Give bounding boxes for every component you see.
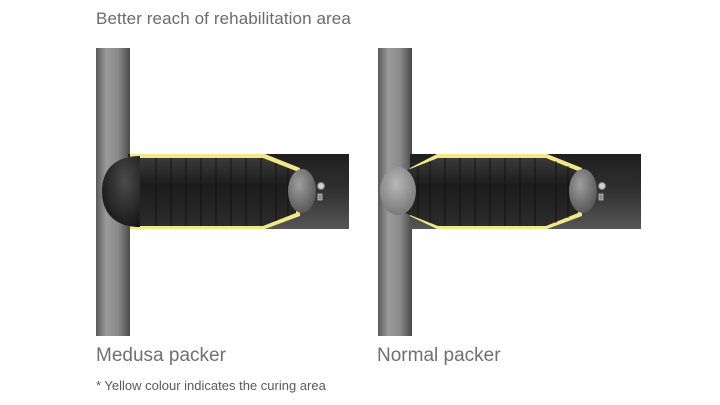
valve-connector-icon	[317, 182, 325, 190]
normal-packer-illustration	[378, 48, 641, 336]
packer-bladder	[405, 158, 578, 226]
packer-bladder	[132, 158, 296, 226]
packer-dome	[102, 156, 140, 227]
packer-front-cap	[380, 167, 416, 215]
packer-end-cap	[569, 169, 597, 213]
medusa-packer-illustration	[96, 48, 349, 336]
valve-connector-icon	[598, 182, 606, 190]
page-title: Better reach of rehabilitation area	[96, 9, 351, 28]
packer-ribs	[155, 158, 289, 226]
packer-ribs	[417, 158, 569, 226]
caption-normal-packer: Normal packer	[377, 345, 501, 366]
footnote: * Yellow colour indicates the curing are…	[96, 378, 326, 393]
packer-end-cap	[288, 169, 316, 213]
caption-medusa-packer: Medusa packer	[96, 345, 226, 366]
